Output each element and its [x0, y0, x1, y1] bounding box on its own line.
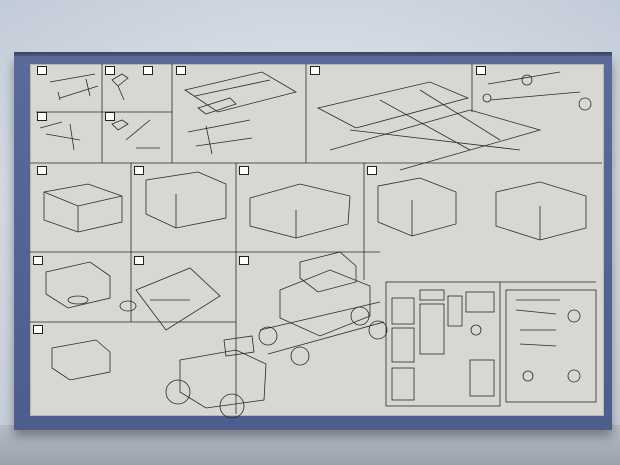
step-label-j [134, 166, 144, 175]
step-label-n [134, 256, 144, 265]
sprue-part-lid [465, 291, 495, 313]
gun-shield [135, 267, 221, 331]
sprue-wheel-1 [567, 309, 581, 323]
step-label-p [33, 325, 43, 334]
step-label-l [367, 166, 377, 175]
step-label-e [310, 66, 320, 75]
sprue-part-small [447, 295, 463, 327]
hull-body-3 [249, 183, 351, 239]
step-label-i [37, 166, 47, 175]
box-lid-edge [14, 52, 612, 58]
step-label-b [105, 66, 115, 75]
sprue-part-disc [470, 324, 482, 336]
chassis-frame-top [184, 71, 298, 113]
sprue-wheel-2 [567, 369, 581, 383]
front-wheel-2 [578, 97, 592, 111]
center-wheel-2 [290, 346, 310, 366]
center-wheel-4 [368, 320, 388, 340]
step-label-c [143, 66, 153, 75]
sprue-frame-1 [385, 281, 501, 407]
chassis-frame-lower [187, 119, 253, 155]
center-wheel-3 [350, 306, 370, 326]
step-label-h [105, 112, 115, 121]
axle-part-b [39, 121, 81, 151]
sprue-part-29 [391, 327, 415, 363]
hull-body-4 [377, 177, 457, 237]
step-label-g [37, 112, 47, 121]
table-surface [0, 425, 620, 465]
turret-top [51, 339, 111, 381]
steering-linkage [111, 119, 160, 149]
sprue-part-plate [469, 359, 495, 397]
sprue-part-body [419, 303, 445, 355]
turret-ring [67, 295, 89, 305]
step-label-m [33, 256, 43, 265]
center-vehicle-turret [299, 251, 357, 293]
vehicle-hull [179, 349, 267, 409]
center-wheel-1 [258, 326, 278, 346]
axle-part-a [49, 73, 99, 101]
hatch-ring [119, 300, 137, 312]
step-label-k [239, 166, 249, 175]
step-label-f [476, 66, 486, 75]
sprue-frame-2 [505, 289, 597, 403]
front-wheel-3 [482, 93, 492, 103]
vehicle-turret [223, 335, 255, 357]
hull-body-2 [145, 171, 227, 229]
sprue-rods [515, 299, 560, 347]
center-vehicle-body [279, 269, 371, 337]
vehicle-wheel-1 [165, 379, 191, 405]
step-label-a [37, 66, 47, 75]
turret-body [45, 261, 111, 309]
main-chassis-a [316, 81, 470, 129]
sprue-wheel-3 [522, 370, 534, 382]
front-axle [487, 71, 581, 101]
sprue-part-30 [419, 289, 445, 301]
vehicle-wheel-2 [219, 393, 245, 419]
sprue-part-28 [391, 367, 415, 401]
front-wheel-1 [521, 74, 533, 86]
step-label-o [239, 256, 249, 265]
chassis-crossmember [197, 97, 237, 115]
hull-body-1 [43, 183, 123, 233]
hull-body-5 [495, 181, 587, 241]
step-label-d [176, 66, 186, 75]
steering-part [111, 73, 129, 101]
main-chassis-springs [349, 89, 521, 151]
center-chassis-rails [259, 301, 385, 355]
sprue-part-31 [391, 297, 415, 325]
